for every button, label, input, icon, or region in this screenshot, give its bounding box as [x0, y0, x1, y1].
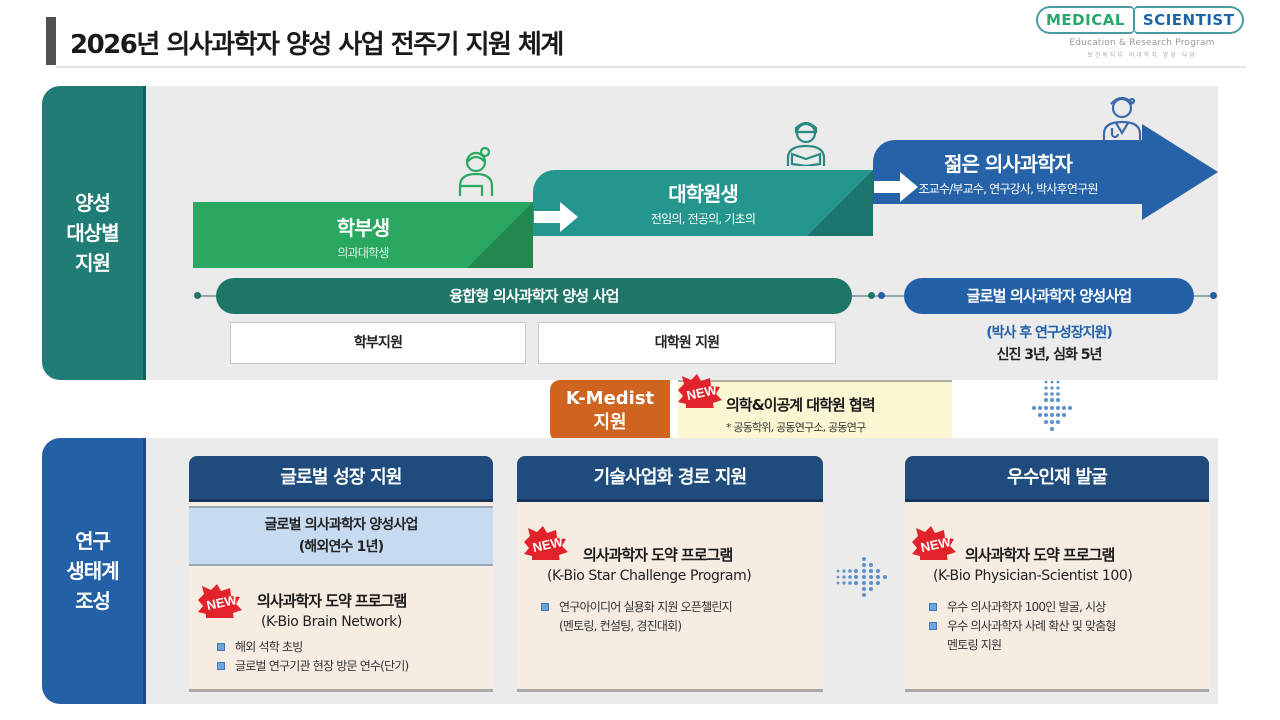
section-label-ecosystem: 연구 생태계 조성 — [42, 438, 146, 704]
timeline-dot — [1210, 292, 1217, 299]
logo-medical-text: MEDICAL — [1036, 6, 1134, 34]
kmedist-label-line2: 지원 — [593, 412, 627, 433]
stage-graduate-desc: 전임의, 전공의, 기초의 — [650, 212, 756, 226]
card-commercialization: 기술사업화 경로 지원 의사과학자 도약 프로그램 (K-Bio Star Ch… — [517, 456, 823, 692]
new-badge-icon: NEW — [524, 526, 568, 560]
stage-young-scientist-name: 젊은 의사과학자 — [944, 152, 1073, 176]
bullet-square-icon — [929, 603, 937, 611]
medical-scientist-logo: MEDICAL SCIENTIST Education & Research P… — [1036, 6, 1248, 66]
title-divider — [56, 66, 1246, 68]
section-label-ecosystem-text: 연구 생태계 조성 — [66, 529, 119, 613]
section-label-training: 양성 대상별 지원 — [42, 86, 146, 380]
svg-text:NEW: NEW — [685, 382, 718, 403]
stage-graduate: 대학원생 전임의, 전공의, 기초의 — [533, 170, 873, 236]
collaboration-note: * 공동학위, 공동연구소, 공동연구 — [726, 421, 866, 434]
global-program-duration: 신진 3년, 심화 5년 — [996, 347, 1103, 363]
logo-scientist-text: SCIENTIST — [1133, 6, 1245, 34]
card-commercialization-heading: 기술사업화 경로 지원 — [517, 456, 823, 502]
card-program-english: (K-Bio Brain Network) — [261, 614, 402, 630]
list-item: 해외 석학 초빙 — [215, 638, 408, 657]
doctor-icon — [1102, 96, 1142, 142]
card-bullet-list: 연구아이디어 실용화 지원 오픈챌린지 (멘토링, 컨설팅, 경진대회) — [539, 598, 733, 636]
card-global-growth: 글로벌 성장 지원 글로벌 의사과학자 양성사업 (해외연수 1년) 의사과학자… — [189, 456, 493, 692]
list-item: 우수 의사과학자 100인 발굴, 시상 — [927, 598, 1116, 617]
list-item: 우수 의사과학자 사례 확산 및 맞춤형 — [927, 617, 1116, 636]
student-woman-icon — [458, 146, 494, 196]
right-arrow-icon — [874, 172, 918, 202]
stage-undergraduate-name: 학부생 — [336, 216, 390, 240]
timeline-line — [1194, 295, 1212, 297]
logo-subtitle-korean: 보건복지부 의과학자 양성 사업 — [1087, 52, 1197, 59]
card-program-english: (K-Bio Physician-Scientist 100) — [933, 568, 1133, 584]
svg-text:NEW: NEW — [205, 592, 238, 613]
dotted-right-arrow-icon — [836, 557, 887, 597]
logo-subtitle: Education & Research Program — [1069, 38, 1215, 48]
card-program-english: (K-Bio Star Challenge Program) — [547, 568, 752, 584]
page-title: 2026년 의사과학자 양성 사업 전주기 지원 체계 — [70, 30, 564, 60]
bullet-square-icon — [541, 603, 549, 611]
right-arrow-icon — [534, 202, 578, 232]
list-item: 글로벌 연구기관 현장 방문 연수(단기) — [215, 657, 409, 676]
new-badge-icon: NEW — [198, 584, 242, 618]
stage-young-scientist-desc: 조교수/부교수, 연구강사, 박사후연구원 — [918, 182, 1098, 196]
card-program-title: 의사과학자 도약 프로그램 — [583, 546, 733, 564]
bullet-square-icon — [217, 662, 225, 670]
dotted-down-arrow-icon — [1032, 380, 1072, 431]
card-global-growth-heading: 글로벌 성장 지원 — [189, 456, 493, 502]
stage-undergraduate-desc: 의과대학생 — [337, 246, 389, 260]
kmedist-label: K-Medist 지원 — [550, 380, 670, 442]
graduate-support-box: 대학원 지원 — [538, 322, 836, 364]
card-band-line1: 글로벌 의사과학자 양성사업 — [264, 517, 418, 533]
global-program-bar: 글로벌 의사과학자 양성사업 — [904, 278, 1194, 314]
stage-young-scientist: 젊은 의사과학자 조교수/부교수, 연구강사, 박사후연구원 — [873, 140, 1143, 204]
svg-text:NEW: NEW — [919, 534, 952, 555]
timeline-line — [198, 295, 218, 297]
stage-arrow-head — [1142, 124, 1218, 220]
title-accent-bar — [46, 17, 56, 65]
timeline-dot — [878, 292, 885, 299]
new-badge-icon: NEW — [678, 374, 722, 408]
bullet-square-icon — [217, 643, 225, 651]
card-bullet-list: 해외 석학 초빙 글로벌 연구기관 현장 방문 연수(단기) — [215, 638, 409, 676]
timeline-dot — [868, 292, 875, 299]
svg-text:NEW: NEW — [531, 534, 564, 555]
list-item: 연구아이디어 실용화 지원 오픈챌린지 — [539, 598, 733, 617]
list-item-continuation: 멘토링 지원 — [947, 638, 1002, 652]
stage-graduate-name: 대학원생 — [668, 182, 739, 206]
card-talent-discovery: 우수인재 발굴 의사과학자 도약 프로그램 (K-Bio Physician-S… — [905, 456, 1209, 692]
card-program-title: 의사과학자 도약 프로그램 — [257, 592, 407, 610]
collaboration-title: 의학&이공계 대학원 협력 — [726, 396, 876, 414]
card-global-growth-band: 글로벌 의사과학자 양성사업 (해외연수 1년) — [189, 506, 493, 566]
global-program-note: (박사 후 연구성장지원) — [986, 325, 1112, 341]
kmedist-label-line1: K-Medist — [565, 388, 655, 409]
list-item-continuation: (멘토링, 컨설팅, 경진대회) — [559, 619, 682, 633]
bullet-square-icon — [929, 622, 937, 630]
convergence-program-bar: 융합형 의사과학자 양성 사업 — [216, 278, 852, 314]
timeline-dot — [194, 292, 201, 299]
undergrad-support-box: 학부지원 — [230, 322, 526, 364]
section-label-training-text: 양성 대상별 지원 — [66, 191, 119, 275]
card-band-line2: (해외연수 1년) — [298, 539, 384, 555]
stage-undergraduate: 학부생 의과대학생 — [193, 202, 533, 268]
card-program-title: 의사과학자 도약 프로그램 — [965, 546, 1115, 564]
card-talent-discovery-heading: 우수인재 발굴 — [905, 456, 1209, 502]
graduate-reading-icon — [786, 121, 826, 166]
card-bullet-list: 우수 의사과학자 100인 발굴, 시상 우수 의사과학자 사례 확산 및 맞춤… — [927, 598, 1116, 655]
new-badge-icon: NEW — [912, 526, 956, 560]
